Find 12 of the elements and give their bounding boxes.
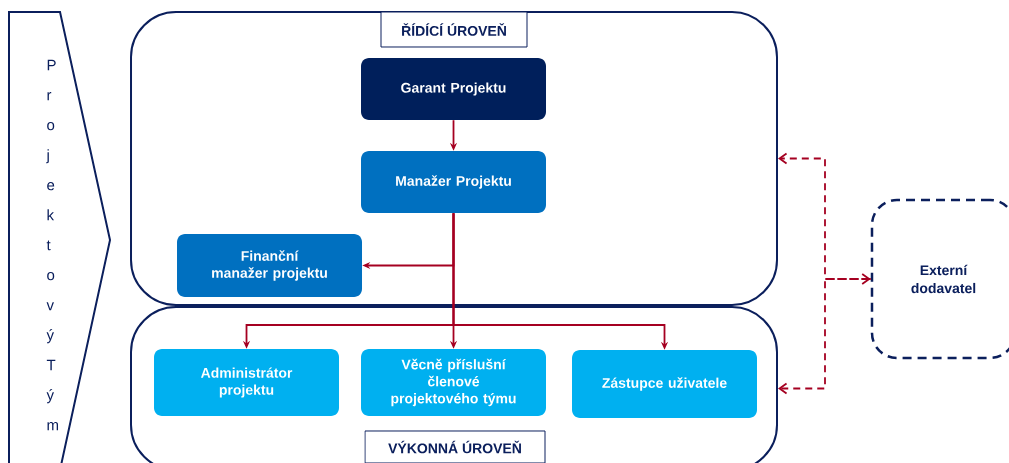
level-heading: ŘÍDÍCÍ ÚROVEŇ bbox=[380, 11, 528, 48]
role-box: Finanční manažer projektu bbox=[177, 234, 362, 297]
role-box: Manažer Projektu bbox=[361, 151, 546, 213]
role-box: Věcně příslušní členové projektového týmu bbox=[361, 349, 546, 416]
role-box: Garant Projektu bbox=[361, 58, 546, 120]
arrow bbox=[778, 152, 871, 285]
role-box: Administrátor projektu bbox=[154, 349, 339, 416]
vertical-label: Projektový Tým bbox=[46, 59, 58, 431]
role-box: Zástupce uživatele bbox=[572, 350, 757, 418]
external-box: Externí dodavatel bbox=[870, 198, 1009, 360]
arrow bbox=[778, 278, 872, 395]
level-heading: VÝKONNÁ ÚROVEŇ bbox=[364, 430, 546, 463]
